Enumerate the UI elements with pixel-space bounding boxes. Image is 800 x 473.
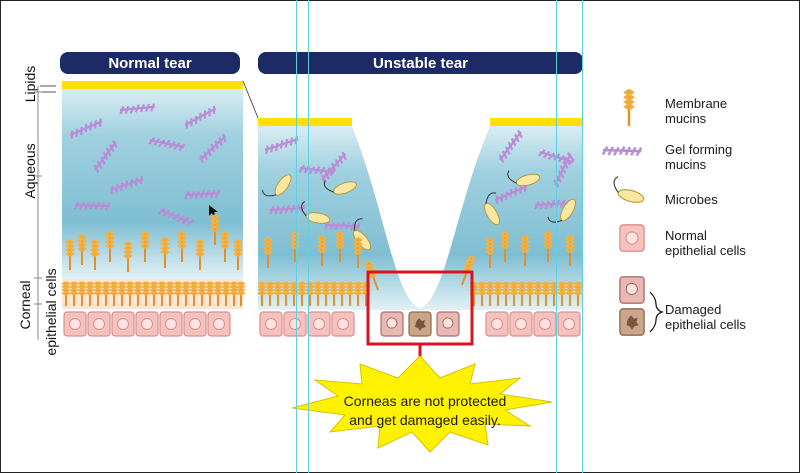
guide-line [308,0,309,473]
unstable-tear-header: Unstable tear [258,52,583,74]
callout-line2: and get damaged easily. [349,412,501,428]
legend-damaged-cells: Damaged epithelial cells [665,302,746,332]
legend-membrane-mucins: Membrane mucins [665,96,728,126]
guide-line [296,0,297,473]
guide-line [582,0,583,473]
normal-tear-header: Normal tear [60,52,240,74]
legend-microbes: Microbes [665,192,718,207]
callout-text: Corneas are not protected and get damage… [300,392,550,430]
guide-line [556,0,557,473]
callout-line1: Corneas are not protected [343,393,507,409]
legend-normal-cells: Normal epithelial cells [665,228,746,258]
legend-gel-forming-mucins: Gel forming mucins [665,142,733,172]
